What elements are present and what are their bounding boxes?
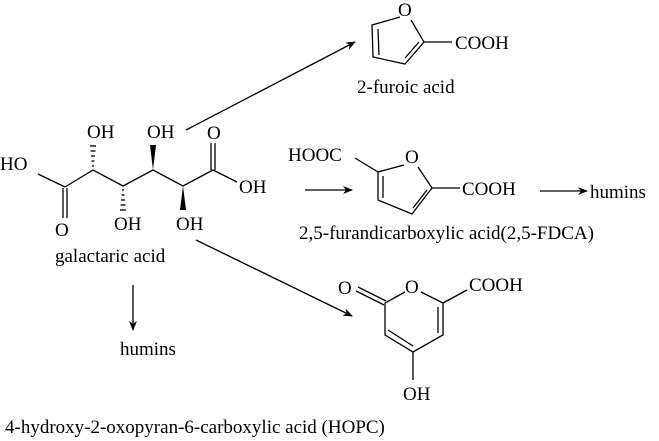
humins-label-right: humins: [590, 182, 646, 203]
hopc-label: 4-hydroxy-2-oxopyran-6-carboxylic acid (…: [5, 417, 385, 438]
hooc-label: HOOC: [288, 145, 342, 166]
galactaric-acid-label: galactaric acid: [55, 246, 166, 267]
ring-o-label: O: [398, 0, 412, 21]
hopc-structure: O O COOH OH 4-hydroxy-2-oxopyran-6-carbo…: [5, 275, 523, 438]
ho-left-label: HO: [0, 154, 27, 175]
ring-o-label: O: [405, 147, 419, 168]
furoic-acid-label: 2-furoic acid: [357, 77, 455, 98]
arrow-to-hopc: [195, 239, 353, 317]
cooh-label: COOH: [469, 275, 523, 296]
hashed-bond: [90, 145, 96, 167]
hashed-bond: [120, 189, 126, 211]
wedge-bond: [150, 145, 156, 170]
oh-c2-label: OH: [87, 122, 115, 143]
o-right-label: O: [207, 123, 221, 144]
fdca-structure: HOOC O COOH humins 2,5-furandicarboxylic…: [288, 145, 646, 244]
galactaric-acid-structure: HO O OH OH OH OH O OH galactaric acid: [0, 122, 267, 267]
fdca-label: 2,5-furandicarboxylic acid(2,5-FDCA): [299, 223, 594, 244]
wedge-bond: [180, 186, 186, 210]
arrow-to-furoic: [185, 41, 356, 131]
furoic-acid-structure: O COOH 2-furoic acid: [357, 0, 509, 98]
humins-label-down: humins: [120, 339, 176, 360]
cooh-label: COOH: [462, 179, 516, 200]
oh-c5-label: OH: [176, 214, 204, 235]
oh-c4-label: OH: [147, 122, 175, 143]
cooh-label: COOH: [455, 33, 509, 54]
o-left-label: O: [55, 220, 69, 241]
oh-label: OH: [403, 384, 431, 405]
oh-right-label: OH: [239, 177, 267, 198]
keto-o-label: O: [338, 278, 352, 299]
oh-c3-label: OH: [114, 214, 142, 235]
ring-o-label: O: [405, 277, 419, 298]
